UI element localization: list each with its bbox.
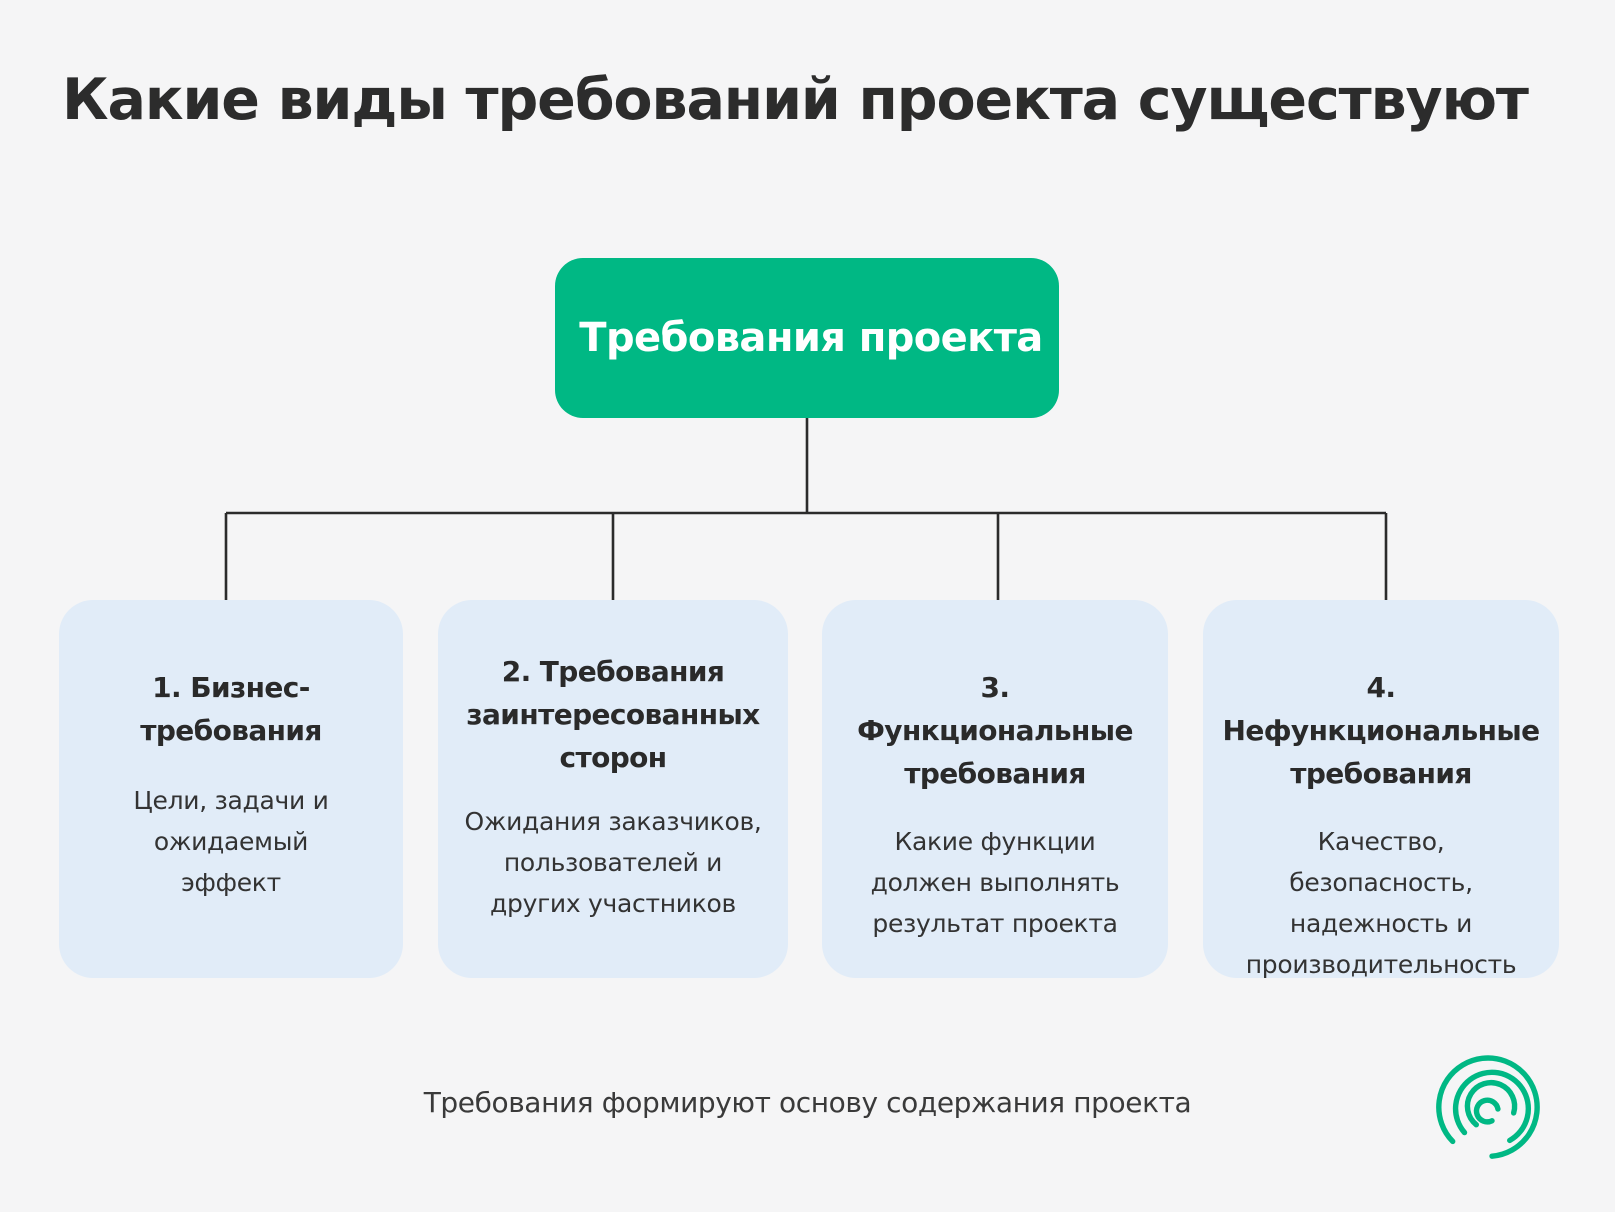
card-description: Цели, задачи и ожидаемый эффект xyxy=(133,786,329,897)
card-title: 2. Требования заинтересованных сторон xyxy=(466,655,760,774)
card-description: Качество, безопасность, надежность и про… xyxy=(1245,827,1517,979)
footer-note: Требования формируют основу содержания п… xyxy=(423,1086,1192,1119)
spiral-logo-icon xyxy=(1436,1055,1540,1159)
card-description: Ожидания заказчиков, пользователей и дру… xyxy=(464,807,762,918)
requirement-card-functional: 3. Функциональные требования Какие функц… xyxy=(822,600,1168,978)
root-node: Требования проекта xyxy=(555,258,1059,418)
card-title: 1. Бизнес-требования xyxy=(140,671,322,747)
requirement-card-nonfunctional: 4. Нефункциональные требования Качество,… xyxy=(1203,600,1559,979)
card-description: Какие функции должен выполнять результат… xyxy=(870,827,1120,938)
requirement-card-stakeholders: 2. Требования заинтересованных сторон Ож… xyxy=(438,600,788,978)
root-node-label: Требования проекта xyxy=(579,315,1043,361)
card-title: 3. Функциональные требования xyxy=(857,671,1133,790)
card-title: 4. Нефункциональные требования xyxy=(1222,671,1541,790)
requirement-card-business: 1. Бизнес-требования Цели, задачи и ожид… xyxy=(59,600,403,978)
page-title: Какие виды требований проекта существуют xyxy=(62,67,1529,133)
